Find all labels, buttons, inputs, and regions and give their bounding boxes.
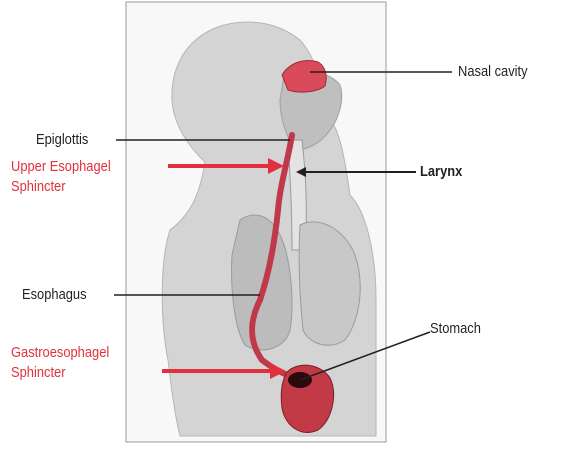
label-gastro-sphincter-line2: Sphincter bbox=[11, 364, 66, 382]
label-stomach: Stomach bbox=[430, 320, 481, 338]
label-upper-sphincter-line1: Upper Esophagel bbox=[11, 158, 111, 176]
label-upper-sphincter-line2: Sphincter bbox=[11, 178, 66, 196]
label-epiglottis: Epiglottis bbox=[36, 131, 88, 149]
label-larynx: Larynx bbox=[420, 163, 462, 181]
label-nasal-cavity: Nasal cavity bbox=[458, 63, 528, 81]
label-gastro-sphincter-line1: Gastroesophagel bbox=[11, 344, 109, 362]
label-esophagus: Esophagus bbox=[22, 286, 87, 304]
